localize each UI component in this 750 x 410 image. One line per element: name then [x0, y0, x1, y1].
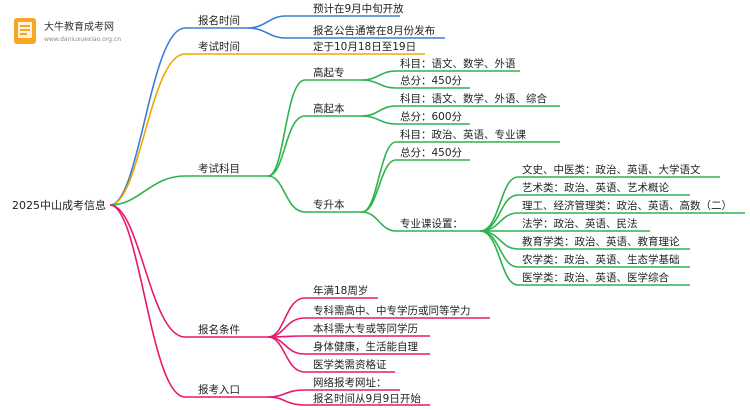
settings-item: 理工、经济管理类：政治、英语、高数（二） [522, 199, 732, 212]
settings-item: 农学类：政治、英语、生态学基础 [522, 253, 680, 266]
conditions-item: 医学类需资格证 [313, 358, 387, 371]
zsb-item: 总分：450分 [400, 146, 463, 159]
branch-registration-time: 报名时间 [198, 14, 240, 27]
registration-time-item: 报名公告通常在8月份发布 [313, 24, 435, 37]
gqb-item: 科目：语文、数学、外语、综合 [400, 92, 547, 105]
conditions-item: 本科需大专或等同学历 [313, 322, 418, 335]
branch-conditions: 报名条件 [198, 323, 240, 336]
gqb-item: 总分：600分 [400, 110, 463, 123]
settings-item: 医学类：政治、英语、医学综合 [522, 271, 669, 284]
gqz-item: 总分：450分 [400, 74, 463, 87]
subject-gqz: 高起专 [313, 66, 345, 79]
zsb-settings: 专业课设置： [400, 217, 463, 230]
portal-item: 网络报考网址： [313, 376, 387, 389]
settings-item: 艺术类：政治、英语、艺术概论 [522, 181, 669, 194]
portal-item: 报名时间从9月9日开始 [313, 392, 421, 405]
branch-subjects-lines [109, 70, 745, 286]
subject-zsb: 专升本 [313, 198, 345, 211]
logo-url: www.daniuxuexiao.org.cn [44, 36, 121, 43]
branch-exam-time: 考试时间 [198, 40, 240, 53]
subject-gqb: 高起本 [313, 102, 345, 115]
gqz-item: 科目：语文、数学、外语 [400, 57, 516, 70]
logo: 大牛教育成考网 www.daniuxuexiao.org.cn [14, 18, 121, 44]
settings-item: 法学：政治、英语、民法 [522, 217, 638, 230]
zsb-item: 科目：政治、英语、专业课 [400, 128, 526, 141]
settings-item: 文史、中医类：政治、英语、大学语文 [522, 163, 701, 176]
exam-time-item: 定于10月18日至19日 [313, 40, 416, 53]
branch-conditions-lines [109, 204, 490, 406]
branch-portal: 报考入口 [198, 383, 240, 396]
settings-item: 教育学类：政治、英语、教育理论 [522, 235, 680, 248]
conditions-item: 专科需高中、中专学历或同等学力 [313, 304, 471, 317]
branch-exam-time-lines [109, 53, 425, 206]
root-topic: 2025中山成考信息 [12, 198, 106, 212]
conditions-item: 年满18周岁 [313, 284, 368, 297]
logo-brand: 大牛教育成考网 [44, 20, 114, 33]
branch-subjects: 考试科目 [198, 162, 240, 175]
registration-time-item: 预计在9月中旬开放 [313, 2, 404, 15]
conditions-item: 身体健康，生活能自理 [313, 340, 418, 353]
